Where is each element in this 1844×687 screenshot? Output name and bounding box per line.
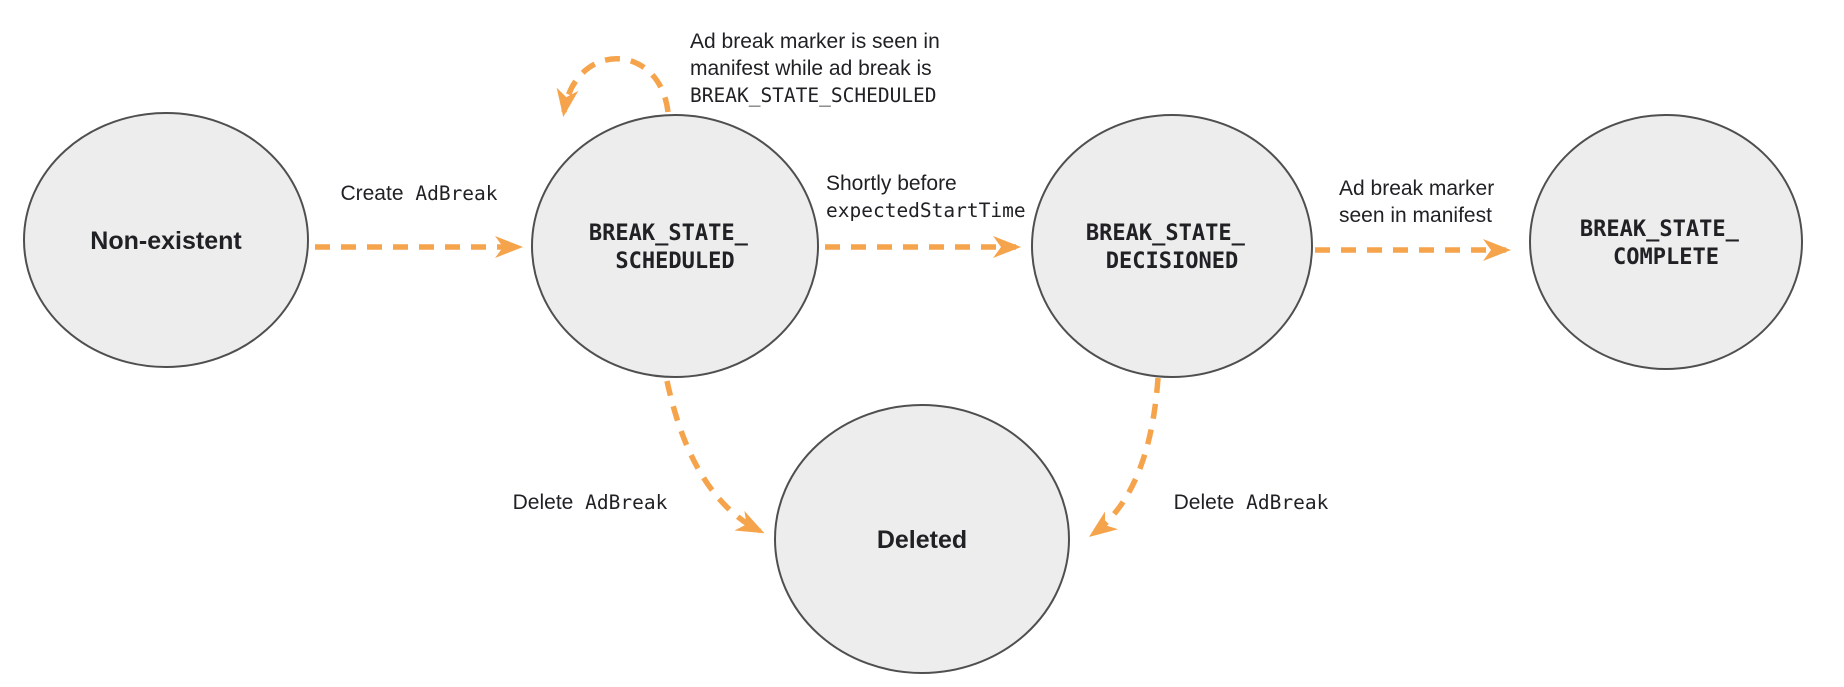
edge-label-delete-adbreak-left: Delete AdBreak <box>513 491 668 514</box>
state-node-deleted <box>774 404 1070 674</box>
edge-label-delete-adbreak-right: Delete AdBreak <box>1174 491 1329 514</box>
state-node-non-existent <box>23 112 309 368</box>
edge-label-create-adbreak: Create AdBreak <box>340 182 497 205</box>
edge-decisioned-to-deleted <box>1088 377 1161 537</box>
state-label-break-state-decisioned: BREAK_STATE_ DECISIONED <box>1086 221 1258 274</box>
state-label-non-existent: Non-existent <box>90 227 242 255</box>
state-label-break-state-complete: BREAK_STATE_ COMPLETE <box>1580 217 1752 270</box>
edge-label-shortly-before: Shortly before expectedStartTime <box>826 172 1026 222</box>
state-node-break-state-complete <box>1529 114 1803 370</box>
edge-label-marker-seen: Ad break marker seen in manifest <box>1339 177 1500 227</box>
state-node-break-state-scheduled <box>531 114 819 378</box>
state-label-deleted: Deleted <box>877 526 967 554</box>
edge-scheduled-to-deleted <box>664 380 765 534</box>
state-label-break-state-scheduled: BREAK_STATE_ SCHEDULED <box>589 221 761 274</box>
edge-label-self-loop: Ad break marker is seen in manifest whil… <box>690 30 946 107</box>
state-node-break-state-decisioned <box>1031 114 1313 378</box>
edge-self-loop-scheduled <box>556 56 671 117</box>
